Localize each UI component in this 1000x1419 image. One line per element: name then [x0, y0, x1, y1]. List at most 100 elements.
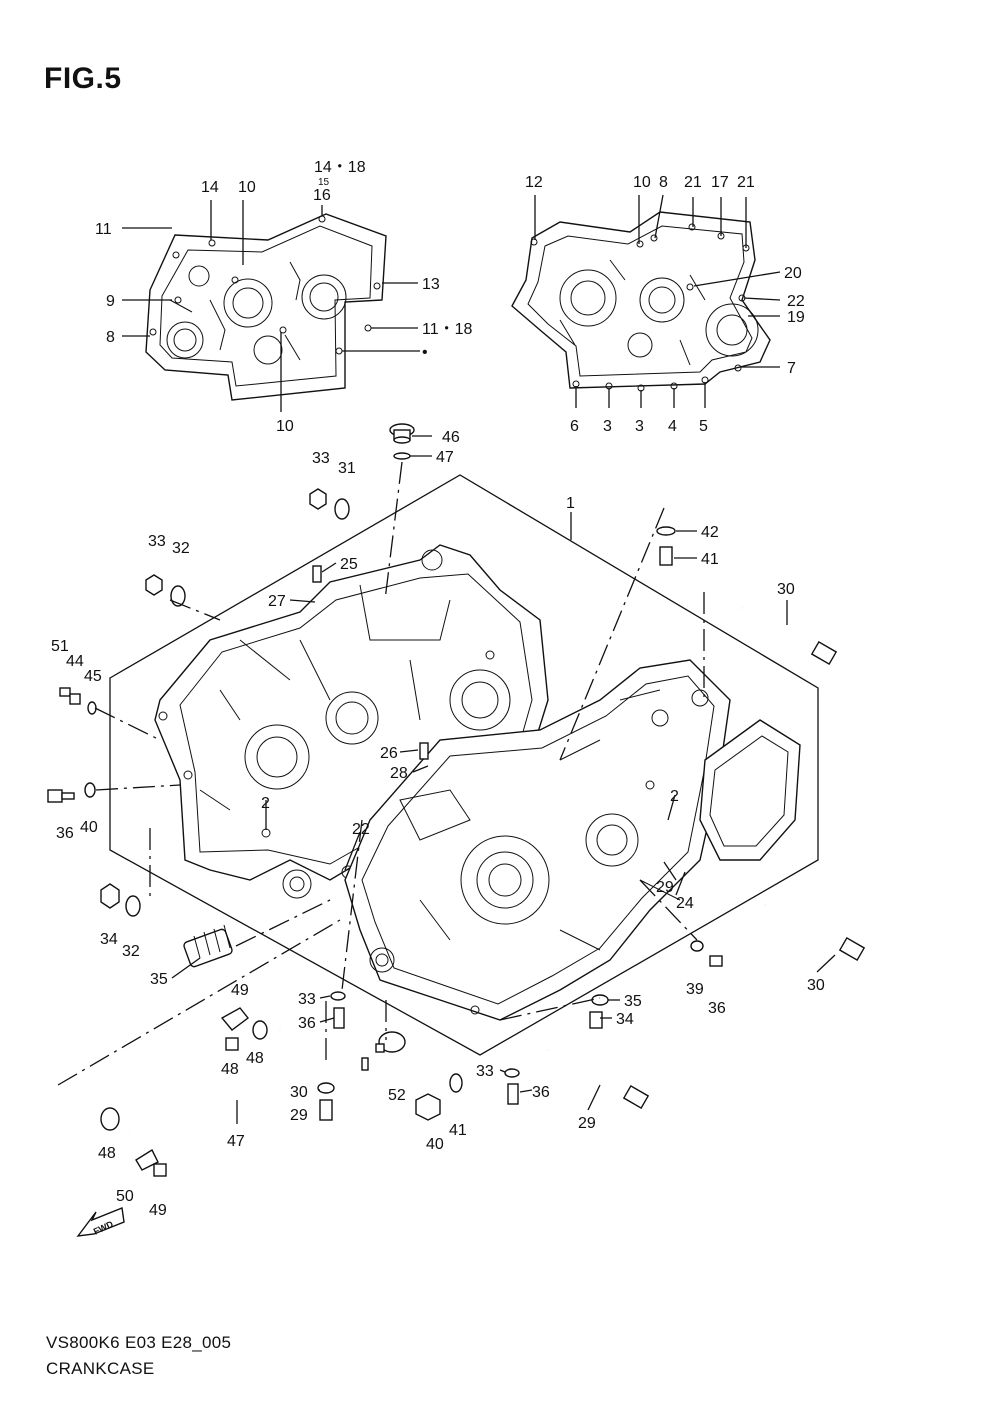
callout-21: 25	[340, 556, 358, 573]
bolt-26	[764, 903, 866, 962]
callout-7: 8	[659, 174, 668, 191]
callout-51: 52	[388, 1087, 406, 1104]
callout-46: 47	[227, 1133, 245, 1150]
callout-15: 21	[684, 174, 702, 191]
right-crankcase-inset	[511, 211, 771, 392]
callout-33: 33	[298, 991, 316, 1008]
callout-8: 10	[276, 418, 294, 435]
washer-37-right	[690, 940, 704, 952]
callout-47: 48	[98, 1145, 116, 1162]
callout-30: 33	[312, 450, 330, 467]
washer-39	[656, 526, 676, 536]
o-ring-47-low	[100, 1107, 120, 1131]
locator-lines	[57, 461, 705, 1086]
callout-29: 31	[338, 460, 356, 477]
breather-hose-31	[183, 924, 233, 968]
callout-14: 17	[711, 174, 729, 191]
breather-pipe-46	[129, 1027, 303, 1143]
callout-10: 11・18	[422, 321, 473, 338]
clamp-49-up	[220, 1007, 249, 1031]
callout-22: 28	[390, 765, 408, 782]
callout-44: 46	[442, 429, 460, 446]
washer-29-top	[334, 498, 350, 520]
nut-30-top	[309, 488, 327, 510]
bolt-40	[415, 1093, 441, 1121]
callout-43: 45	[84, 668, 102, 685]
callout-32: 36	[532, 1084, 550, 1101]
bolt-25	[741, 606, 838, 666]
callout-11: 13	[422, 276, 440, 293]
washer-35	[591, 994, 609, 1006]
callout-26: 30	[807, 977, 825, 994]
washer-33-a	[330, 991, 346, 1001]
nut-30-mid	[145, 574, 163, 596]
callout-8: 10	[633, 174, 651, 191]
callout-30: 33	[148, 533, 166, 550]
callout-9: 10	[238, 179, 256, 196]
callout-36: 36	[708, 1000, 726, 1017]
callout-38: 41	[701, 551, 719, 568]
callout-48: 48	[221, 1061, 239, 1078]
figure-title: FIG.5	[44, 62, 122, 95]
screw-52	[361, 1057, 369, 1071]
callout-36: 36	[56, 825, 74, 842]
bolt-36-left	[47, 789, 75, 803]
callout-17: 22	[787, 293, 805, 310]
callout-33: 33	[476, 1063, 494, 1080]
callout-39: 42	[701, 524, 719, 541]
callout-19: 22	[352, 821, 370, 838]
callout-22: 29	[656, 879, 674, 896]
hardware	[47, 423, 723, 1237]
callout-34: 34	[616, 1011, 634, 1028]
bolt-32-a	[333, 1007, 345, 1029]
callout-10: 12	[525, 174, 543, 191]
callout-29: 32	[122, 943, 140, 960]
callout-22: 27	[268, 593, 286, 610]
bolt-48-up	[225, 1037, 239, 1051]
washer-28	[317, 1082, 335, 1094]
callout-3: 3	[603, 418, 612, 435]
callout-45: 47	[436, 449, 454, 466]
jet-21-top	[312, 565, 322, 583]
callout-5: 7	[787, 360, 796, 377]
figure-name: CRANKCASE	[46, 1359, 155, 1378]
left-crankcase-inset	[145, 213, 387, 401]
crankcase-right-half	[344, 659, 801, 1021]
callout-47: 48	[246, 1050, 264, 1067]
callout-2: 2	[670, 788, 679, 805]
o-ring-47-up	[252, 1020, 268, 1040]
callout-31: 35	[150, 971, 168, 988]
callout-50: 51	[51, 638, 69, 655]
callout-18: 16	[313, 187, 331, 204]
callout-42: 44	[66, 653, 84, 670]
callout-16: 21	[737, 174, 755, 191]
washer-29-mid	[170, 585, 186, 607]
callout-3: 5	[699, 418, 708, 435]
callout-13: 14・18	[314, 159, 366, 176]
bolt-36-right	[709, 955, 723, 967]
bolt-48-low	[153, 1163, 167, 1177]
callout-3: 4	[668, 418, 677, 435]
bolt-24	[547, 1048, 650, 1110]
callout-8: 9	[106, 293, 115, 310]
callout-35: 35	[624, 993, 642, 1010]
bolt-34	[589, 1011, 603, 1029]
bolt-32-b	[507, 1083, 519, 1105]
clamp-49-low	[135, 1148, 159, 1171]
callout-27: 29	[290, 1107, 308, 1124]
callout-labels: 14・18 15 16 14 10 11 9 8 13 11・18 • 10 1…	[51, 159, 825, 1237]
callout-11-18: •	[422, 344, 428, 361]
callout-32: 36	[298, 1015, 316, 1032]
switch-51	[375, 1031, 406, 1053]
callout-48: 49	[149, 1202, 167, 1219]
callout-2: 2	[261, 795, 270, 812]
callout-29: 32	[172, 540, 190, 557]
callout-24: 29	[578, 1115, 596, 1132]
callout-49: 49	[231, 982, 249, 999]
callout-28: 30	[290, 1084, 308, 1101]
plug-27	[319, 1099, 333, 1121]
callout-4: 6	[570, 418, 579, 435]
fwd-arrow-icon	[76, 1207, 125, 1237]
callout-14: 19	[787, 309, 805, 326]
